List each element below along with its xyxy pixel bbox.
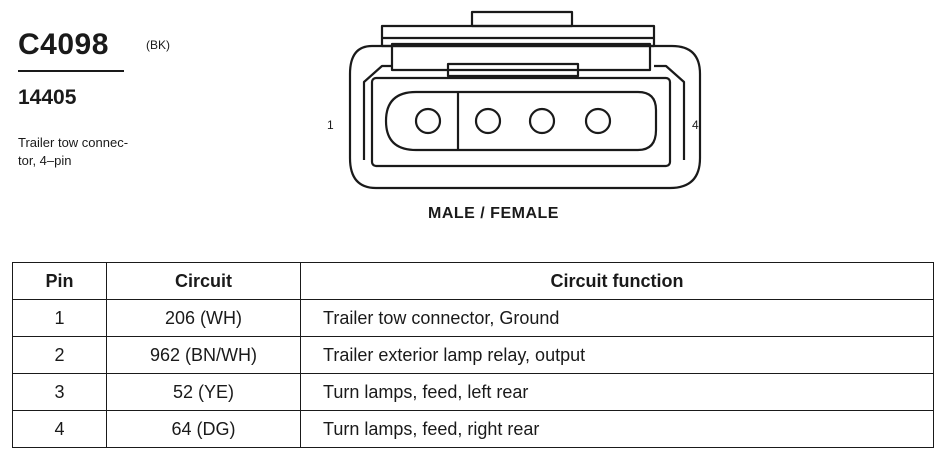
- pin-1-terminal: [414, 107, 442, 135]
- connector-description: Trailer tow connec- tor, 4–pin: [18, 134, 188, 170]
- left-latch-arm: [362, 64, 392, 160]
- right-latch-arm: [654, 64, 686, 160]
- pin-2-terminal: [474, 107, 502, 135]
- pin-cell: 1: [12, 299, 107, 337]
- pin-3-terminal: [528, 107, 556, 135]
- description-line-2: tor, 4–pin: [18, 153, 72, 168]
- part-number: 14405: [18, 86, 77, 109]
- connector-outer-shell: [348, 44, 702, 190]
- pin-cell: 2: [12, 336, 107, 374]
- top-tab-base: [380, 24, 656, 48]
- connector-id: C4098: [18, 28, 109, 61]
- table-header-row: Pin Circuit Circuit function: [12, 262, 934, 300]
- table-row: 2 962 (BN/WH) Trailer exterior lamp rela…: [12, 336, 934, 374]
- circuit-cell: 52 (YE): [106, 373, 301, 411]
- pin-start-label: 1: [327, 118, 334, 132]
- terminal-housing: [384, 90, 658, 152]
- pin-cell: 3: [12, 373, 107, 411]
- circuit-cell: 962 (BN/WH): [106, 336, 301, 374]
- connector-face-diagram: [348, 10, 702, 190]
- latch-slot: [446, 62, 580, 78]
- pin-cell: 4: [12, 410, 107, 448]
- function-cell: Trailer tow connector, Ground: [300, 299, 934, 337]
- top-locking-tab: [470, 10, 574, 28]
- pin-end-label: 4: [692, 118, 699, 132]
- function-cell: Trailer exterior lamp relay, output: [300, 336, 934, 374]
- header-circuit-function: Circuit function: [300, 262, 934, 300]
- connector-color-code: (BK): [146, 38, 170, 52]
- pinout-table: Pin Circuit Circuit function 1 206 (WH) …: [12, 262, 934, 448]
- circuit-cell: 64 (DG): [106, 410, 301, 448]
- table-row: 1 206 (WH) Trailer tow connector, Ground: [12, 299, 934, 337]
- table-row: 3 52 (YE) Turn lamps, feed, left rear: [12, 373, 934, 411]
- header-pin: Pin: [12, 262, 107, 300]
- table-row: 4 64 (DG) Turn lamps, feed, right rear: [12, 410, 934, 448]
- inner-cavity: [370, 76, 672, 168]
- circuit-cell: 206 (WH): [106, 299, 301, 337]
- function-cell: Turn lamps, feed, left rear: [300, 373, 934, 411]
- description-line-1: Trailer tow connec-: [18, 135, 129, 150]
- gender-label: MALE / FEMALE: [428, 205, 559, 222]
- top-latch-block: [390, 42, 652, 72]
- pin-4-terminal: [584, 107, 612, 135]
- header-circuit: Circuit: [106, 262, 301, 300]
- function-cell: Turn lamps, feed, right rear: [300, 410, 934, 448]
- title-underline: [18, 70, 124, 72]
